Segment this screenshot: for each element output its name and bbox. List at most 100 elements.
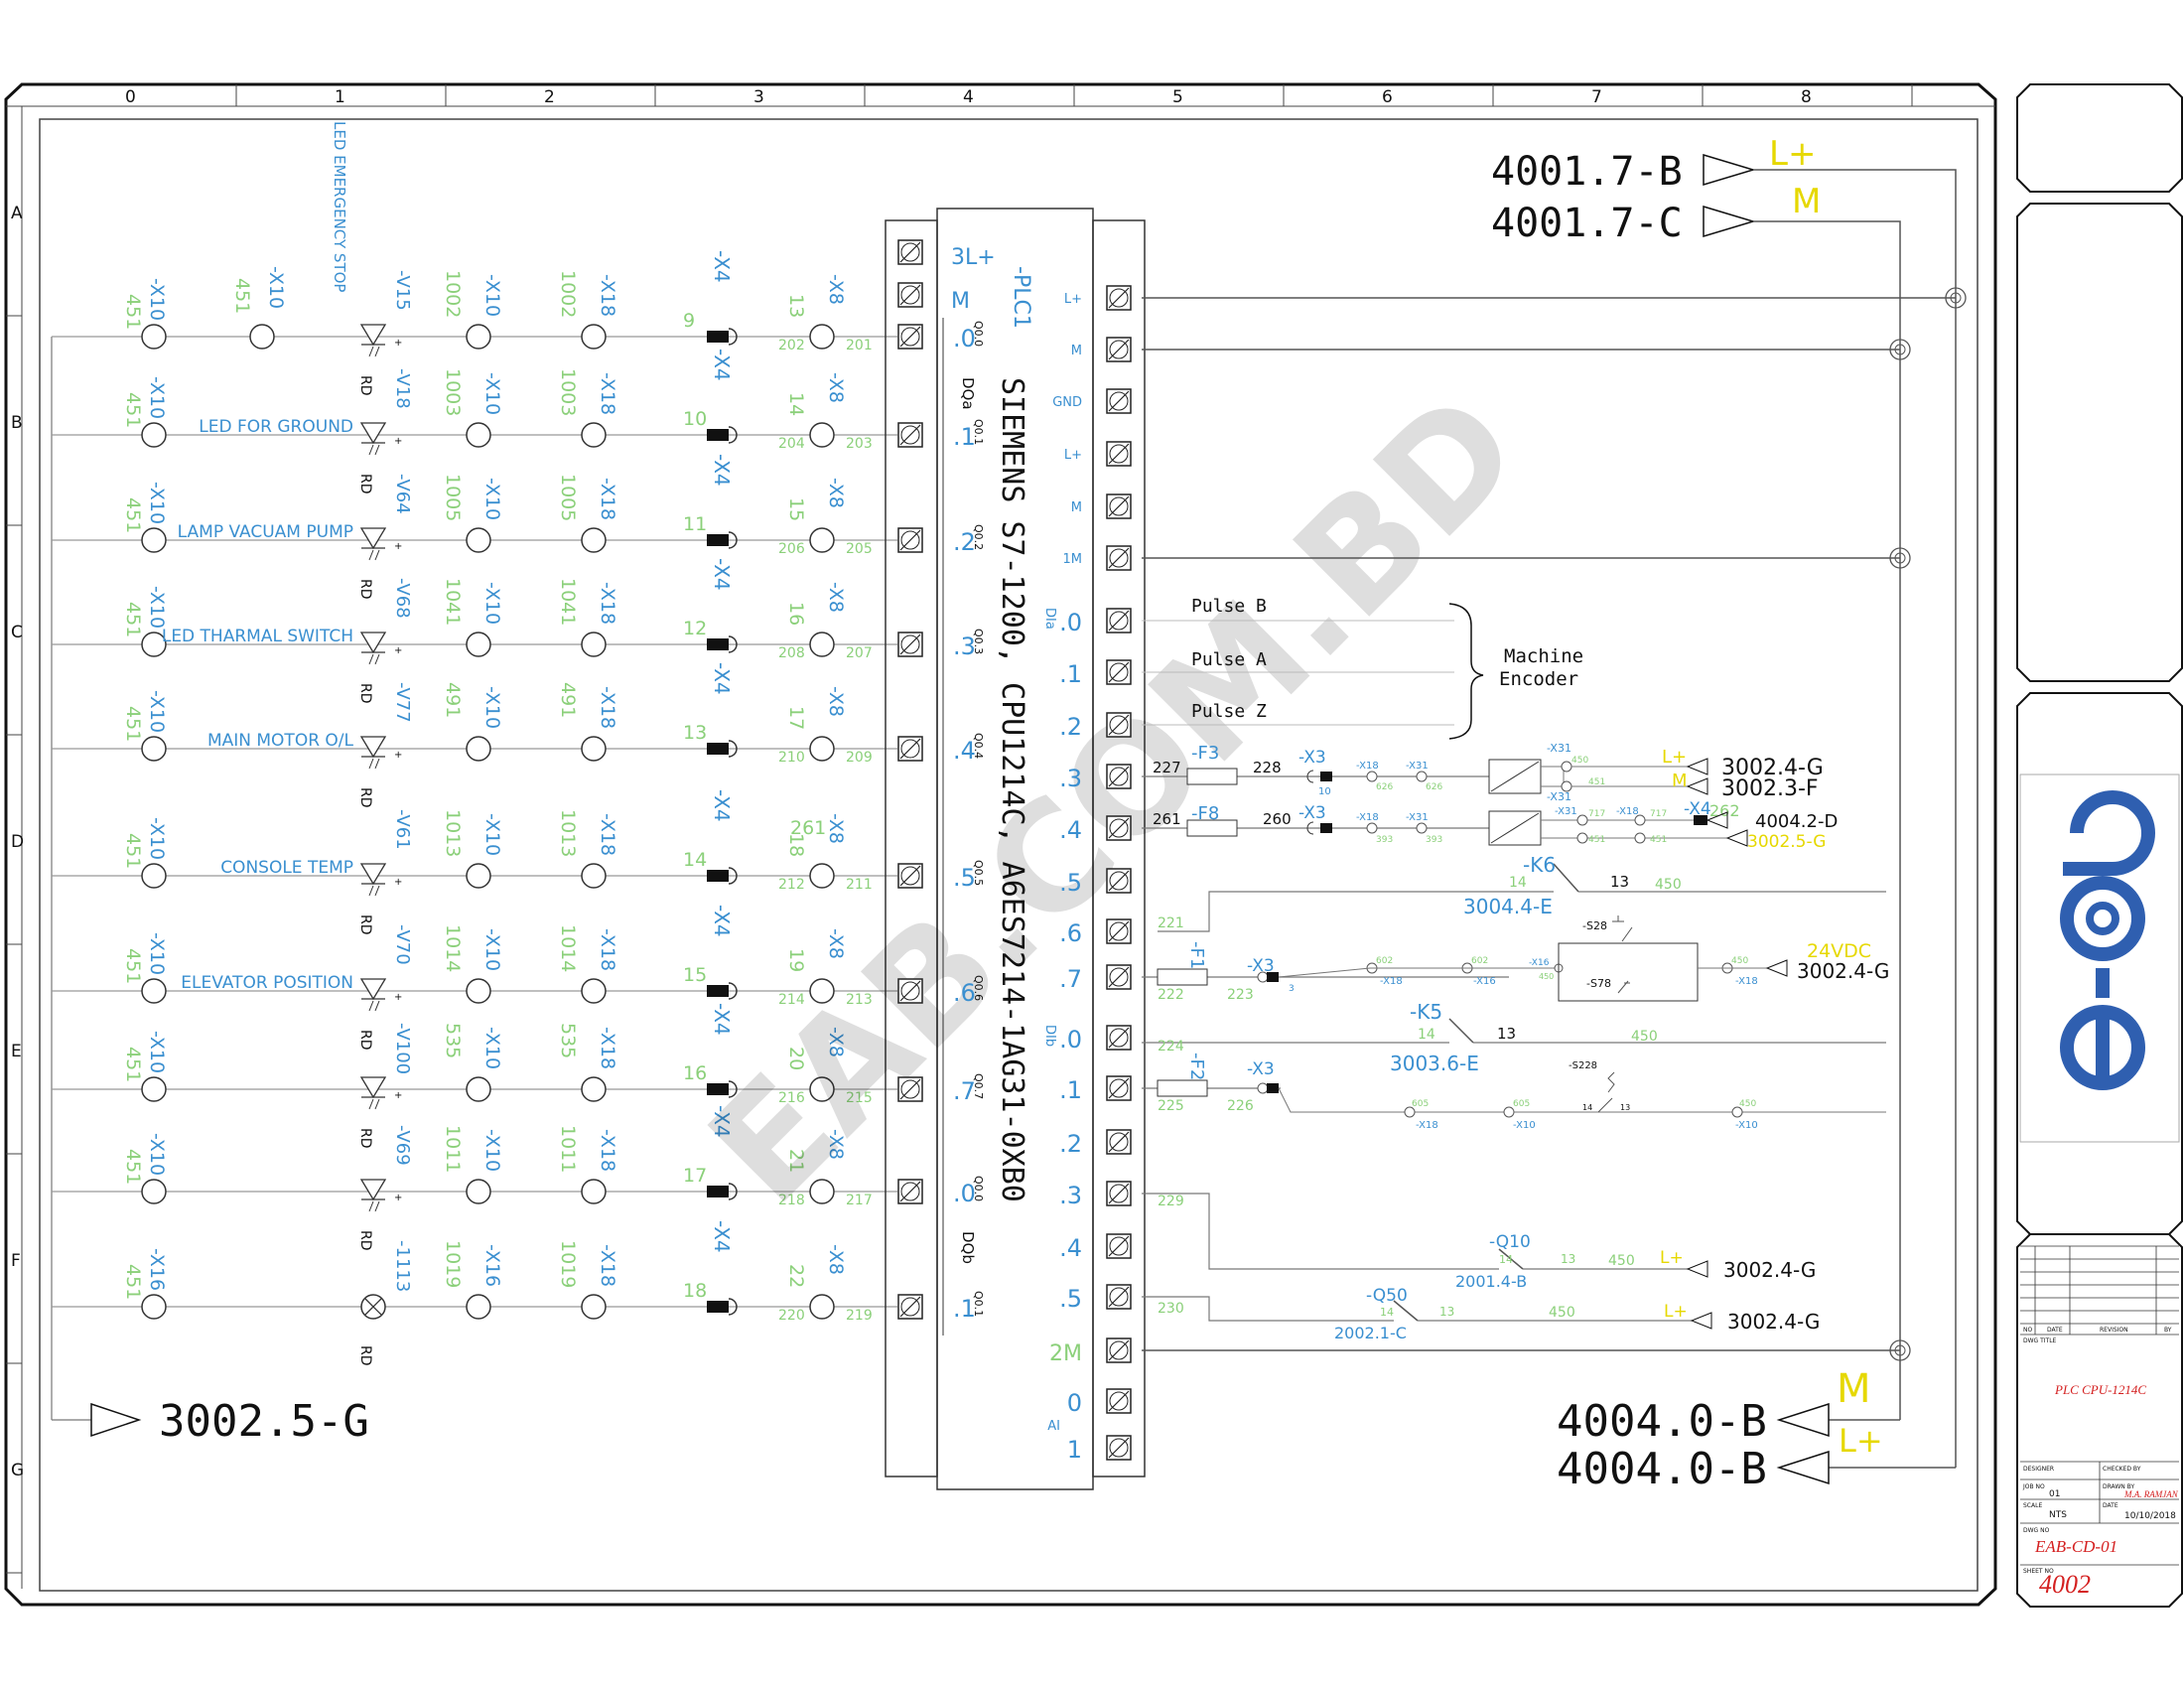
terminal-tag: -X8 (825, 928, 847, 959)
wire-number-b: 209 (846, 750, 873, 766)
column-label-7: 7 (1591, 87, 1602, 107)
x18-tag-b: -X18 (1356, 812, 1379, 823)
row-label-F: F (11, 1251, 21, 1271)
input-channel-label: .1 (1059, 1076, 1082, 1104)
terminal-tag: -X8 (825, 372, 847, 403)
screw-head (900, 327, 920, 347)
terminal-x10 (141, 863, 167, 889)
ref-top-2: 4001.7-C (1491, 201, 1683, 246)
lamp-color: RD (357, 1128, 373, 1149)
x31-number-b: 393 (1426, 835, 1442, 845)
x31-tag-b: -X31 (1406, 812, 1429, 823)
terminal-tag: -X8 (825, 1027, 847, 1057)
output-address: Q0.0 (972, 1176, 985, 1201)
connector-x4 (707, 331, 729, 343)
output-address: Q0.1 (972, 1291, 985, 1317)
terminal-x18 (581, 1179, 607, 1204)
row-label-D: D (11, 832, 24, 852)
terminal-x10-c (466, 978, 491, 1004)
x31-number: 626 (1426, 782, 1442, 792)
connector-x4-number: 15 (683, 964, 707, 986)
wire-number: 1041 (442, 578, 464, 626)
x31-tag: -X31 (1406, 761, 1429, 772)
wire-number-b: 211 (846, 877, 873, 893)
supply-m: M (951, 289, 970, 314)
connector-x4-cap (728, 982, 738, 1000)
terminal-tag: -X8 (825, 1244, 847, 1275)
output-group-a: DQa (959, 377, 977, 410)
polarity-plus: + (394, 750, 402, 761)
screw-head (900, 634, 920, 654)
row-label-C: C (11, 623, 23, 642)
rev-header-no: NO (2023, 1327, 2032, 1334)
terminal-tag: -X10 (481, 813, 503, 856)
terminal-tag: -X18 (597, 686, 618, 729)
led-rays-icon (368, 653, 380, 665)
connector-x4-cap (728, 328, 738, 346)
column-label-3: 3 (753, 87, 764, 107)
terminal-tag: -X10 (481, 686, 503, 729)
polarity-plus: + (394, 992, 402, 1003)
s28-tag: -S28 (1582, 919, 1607, 932)
wire-261: 261 (1153, 810, 1181, 828)
x31-tag-b2: -X31 (1555, 806, 1577, 817)
screw-head (900, 866, 920, 886)
wire-number: 451 (122, 497, 144, 533)
output-address: Q0.3 (972, 629, 985, 654)
input-channel-label: .2 (1059, 713, 1082, 741)
terminal-x8 (809, 527, 835, 553)
screw-head (1109, 496, 1129, 516)
lamp-tag: -V15 (392, 270, 413, 311)
terminal-tag: -X8 (825, 478, 847, 508)
screw-head (900, 530, 920, 550)
rev-header-date: DATE (2047, 1327, 2063, 1334)
lamp-tag: -V70 (392, 924, 413, 965)
terminal-tag: -X18 (597, 1244, 618, 1287)
wire-number: 535 (442, 1023, 464, 1058)
connector-x4-number: 10 (683, 408, 707, 430)
wire-number: 13 (785, 294, 807, 318)
terminal-tag: -X10 (146, 817, 168, 860)
lamp-tag: -V64 (392, 474, 413, 514)
wire-number: 1014 (557, 924, 579, 972)
lamp-tag: -V69 (392, 1125, 413, 1166)
connector-x4-cap (728, 867, 738, 885)
terminal-tag: -X16 (481, 1244, 503, 1287)
rev-header-by: BY (2164, 1327, 2172, 1334)
wire-222: 222 (1158, 987, 1184, 1003)
input-channel-label: .5 (1059, 869, 1082, 897)
encoder-label-1: Machine (1504, 645, 1583, 667)
led-rays-icon (368, 346, 380, 357)
fuse-f1-tag: -F1 (1186, 941, 1207, 969)
wire-number: 1013 (442, 809, 464, 857)
wire-number: 1011 (442, 1125, 464, 1173)
row-label: LED THARMAL SWITCH (162, 627, 353, 646)
s28-s78-box (1558, 942, 1699, 1002)
k6-ref: 3004.4-E (1463, 895, 1553, 918)
terminal-x18 (581, 736, 607, 762)
q50-tag: -Q50 (1366, 1286, 1408, 1306)
fuse-f3 (1186, 768, 1238, 785)
wire-number: 1041 (557, 578, 579, 626)
lamp-tag: -V18 (392, 368, 413, 409)
wire-223: 223 (1227, 987, 1254, 1003)
terminal-x10 (141, 736, 167, 762)
scale: NTS (2049, 1510, 2067, 1520)
x18-number: 626 (1376, 782, 1393, 792)
q50-wire-450: 450 (1549, 1305, 1575, 1321)
row-label-A: A (11, 204, 23, 223)
k5-contact: 224 -K5 14 13 450 3003.6-E (1142, 1000, 1886, 1075)
fuse-f8-tag: -F8 (1191, 803, 1219, 824)
column-label-8: 8 (1801, 87, 1812, 107)
terminal-tag: -X18 (597, 372, 618, 415)
column-label-4: 4 (963, 87, 974, 107)
connector-x4 (707, 1083, 729, 1095)
wire-221: 221 (1158, 915, 1184, 931)
terminal-tag: -X18 (597, 478, 618, 520)
ref-arrow-bottom-left (90, 1402, 142, 1438)
ch3-m: M (1672, 771, 1688, 791)
terminal-x18 (581, 978, 607, 1004)
input-channel-label: .4 (1059, 816, 1082, 844)
screw-head (1109, 444, 1129, 464)
